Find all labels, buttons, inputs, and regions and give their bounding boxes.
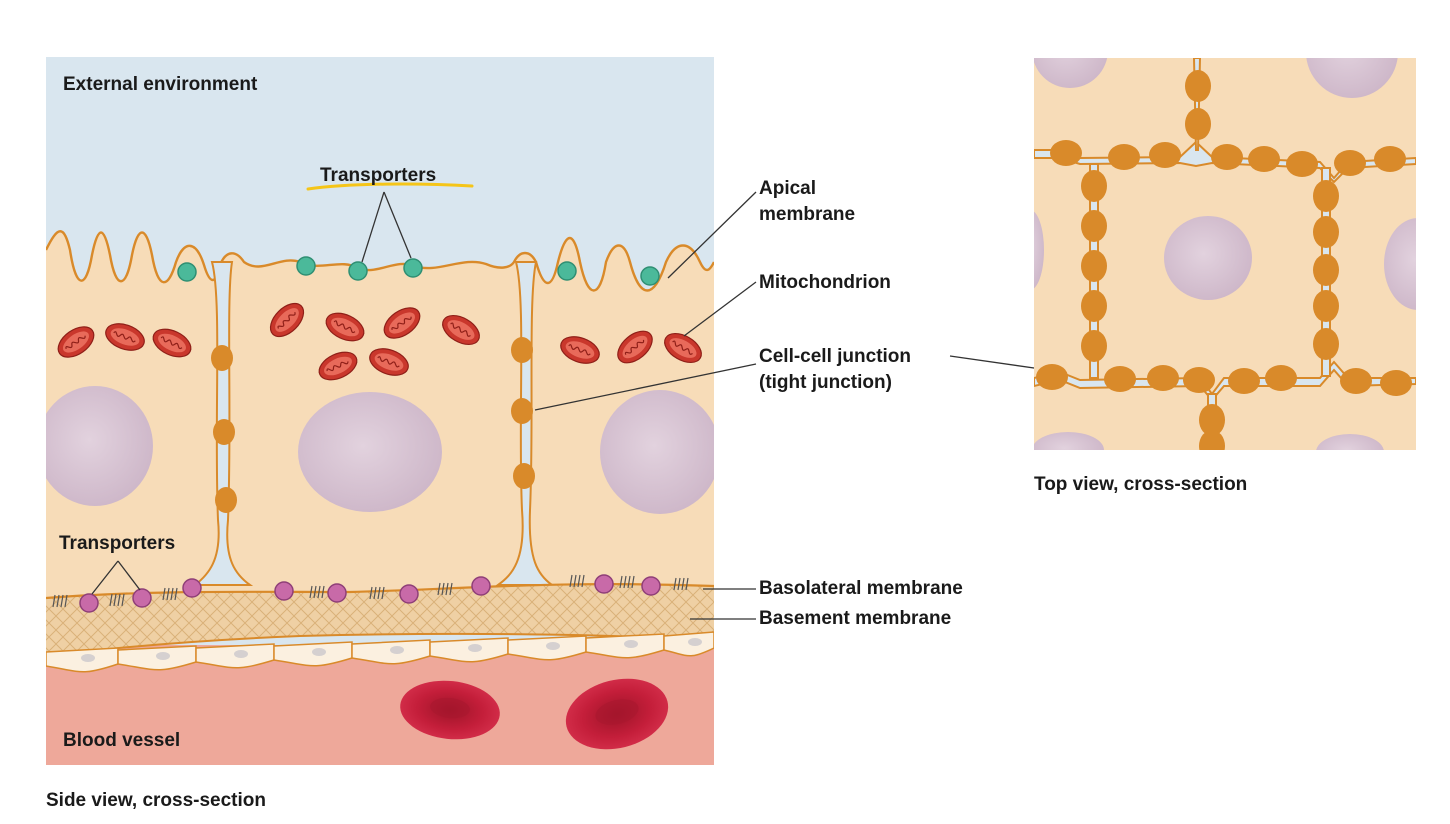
top-view-nuclei bbox=[1034, 58, 1416, 450]
cell-cell-junction-label: Cell-cell junction (tight junction) bbox=[759, 346, 912, 393]
mitochondria bbox=[57, 302, 702, 381]
nuclei bbox=[46, 386, 714, 514]
side-view-panel bbox=[46, 57, 714, 765]
apical-transporters bbox=[177, 256, 660, 286]
blood-vessel-label: Blood vessel bbox=[63, 730, 181, 751]
mitochondrion bbox=[383, 307, 421, 339]
transporters-top-label: Transporters bbox=[320, 165, 437, 186]
basal-transporters bbox=[79, 574, 661, 613]
basal-ticks bbox=[52, 574, 689, 608]
external-environment-label: External environment bbox=[63, 74, 258, 95]
mitochondrion bbox=[318, 351, 358, 381]
mitochondrion bbox=[57, 326, 95, 358]
transporters-highlight bbox=[306, 182, 474, 191]
basement-membrane-label: Basement membrane bbox=[759, 608, 952, 629]
mitochondrion bbox=[325, 312, 365, 342]
top-view-tight-junctions bbox=[1036, 70, 1412, 450]
mitochondrion bbox=[442, 314, 480, 346]
mitochondrion bbox=[369, 348, 409, 376]
basolateral-membrane-label: Basolateral membrane bbox=[759, 578, 963, 599]
mitochondrion bbox=[269, 302, 305, 338]
transporters-bottom-label: Transporters bbox=[59, 533, 176, 554]
endothelial-cells bbox=[46, 631, 714, 673]
mitochondrion bbox=[664, 332, 702, 364]
top-view-panel bbox=[1034, 58, 1416, 450]
tight-junctions-side bbox=[211, 337, 535, 513]
mitochondrion-label: Mitochondrion bbox=[759, 272, 891, 293]
leader-lines bbox=[91, 191, 1049, 620]
side-view-caption: Side view, cross-section bbox=[46, 790, 266, 811]
apical-membrane-label: Apical membrane bbox=[759, 178, 856, 225]
top-view-caption: Top view, cross-section bbox=[1034, 474, 1248, 495]
mitochondrion bbox=[617, 330, 653, 364]
mitochondrion bbox=[105, 323, 145, 351]
red-blood-cells bbox=[400, 678, 669, 750]
mitochondrion bbox=[152, 328, 192, 358]
mitochondrion bbox=[560, 336, 600, 364]
